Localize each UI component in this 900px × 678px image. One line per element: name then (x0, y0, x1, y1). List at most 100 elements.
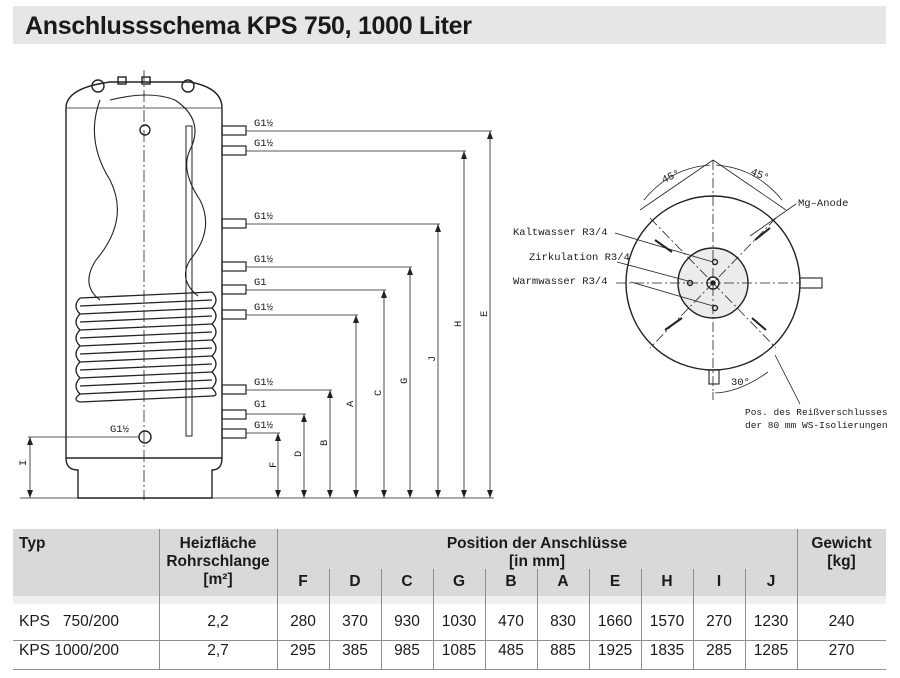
grid-line (641, 569, 642, 670)
conn-label-4: G1½ (254, 254, 274, 266)
row2-G: 1085 (441, 642, 477, 659)
subheader-D: D (349, 573, 361, 590)
conn-label-6: G1½ (254, 302, 274, 314)
header-gewicht: Gewicht [kg] (797, 535, 886, 571)
connection-diagram: G1½ G1½ G1½ G1½ G1 G1½ G1½ G1 G1½ G1½ (18, 70, 888, 500)
header-gew-line1: Gewicht (811, 535, 872, 552)
row1-gewicht: 240 (828, 613, 855, 630)
dimension-lines (20, 130, 494, 499)
row1-J: 1230 (753, 613, 789, 630)
mg-anode-label: Mg–Anode (798, 198, 848, 210)
zipper-note-line1: Pos. des Reißverschlusses (745, 407, 888, 418)
table-header-bg (13, 529, 886, 596)
row2-A: 885 (550, 642, 576, 659)
header-heiz-line3: [m²] (203, 571, 233, 588)
warmwasser-label: Warmwasser R3/4 (513, 276, 608, 288)
tank-top-view (614, 159, 823, 405)
subheader-C: C (401, 573, 413, 590)
dim-label-H: H (453, 321, 465, 327)
header-pos-line1: Position der Anschlüsse (446, 535, 628, 552)
dim-label-I: I (18, 460, 30, 466)
angle-label-right: 45° (748, 167, 770, 185)
dim-label-E: E (479, 311, 491, 317)
dim-label-G: G (399, 378, 411, 384)
header-heiz-line1: Heizfläche (179, 535, 257, 552)
row1-G: 1030 (441, 613, 477, 630)
grid-line (745, 569, 746, 670)
grid-line (381, 569, 382, 670)
dim-label-C: C (373, 390, 385, 396)
row1-B: 470 (498, 613, 524, 630)
row1-typ: KPS 750/200 (19, 613, 119, 630)
grid-line (589, 569, 590, 670)
grid-line (537, 569, 538, 670)
header-pos-line2: [in mm] (509, 553, 565, 570)
header-gew-line2: [kg] (827, 553, 856, 570)
header-heiz-line2: Rohrschlange (166, 553, 270, 570)
row1-heiz: 2,2 (207, 613, 229, 630)
tank-side-view (28, 70, 247, 500)
connection-stubs (221, 125, 247, 439)
grid-line (277, 529, 278, 670)
subheader-F: F (298, 573, 308, 590)
warmwasser-port (711, 304, 719, 312)
bottom-port (138, 430, 152, 444)
row1-F: 280 (290, 613, 316, 630)
row1-C: 930 (394, 613, 420, 630)
conn-label-9: G1½ (254, 420, 274, 432)
subheader-G: G (452, 573, 466, 590)
kaltwasser-label: Kaltwasser R3/4 (513, 227, 608, 239)
conn-label-5: G1 (254, 277, 267, 289)
row2-J: 1285 (753, 642, 789, 659)
subheader-J: J (766, 573, 776, 590)
subheader-B: B (505, 573, 517, 590)
grid-line (159, 529, 160, 670)
row2-typ: KPS 1000/200 (19, 642, 119, 659)
conn-label-2: G1½ (254, 138, 274, 150)
grid-line (485, 569, 486, 670)
dim-label-F: F (268, 462, 280, 468)
table-spacer (13, 596, 886, 604)
grid-line (693, 569, 694, 670)
header-heizflaeche: Heizfläche Rohrschlange [m²] (159, 535, 277, 589)
row2-heiz: 2,7 (207, 642, 229, 659)
angle-label-left: 45° (660, 168, 682, 187)
row2-F: 295 (290, 642, 316, 659)
row1-E: 1660 (597, 613, 633, 630)
subheader-A: A (557, 573, 569, 590)
grid-line (433, 569, 434, 670)
lifting-eye-left (91, 79, 105, 93)
row2-C: 985 (394, 642, 420, 659)
lifting-eye-right (181, 79, 195, 93)
dim-label-D: D (293, 451, 305, 457)
row-divider (13, 640, 886, 641)
bottom-conn-label: G1½ (110, 424, 130, 436)
row1-I: 270 (706, 613, 732, 630)
row-divider (13, 669, 886, 670)
page-title: Anschlussschema KPS 750, 1000 Liter (25, 12, 472, 40)
dimension-arrows (27, 131, 493, 498)
row1-D: 370 (342, 613, 368, 630)
sensor-port-top (139, 124, 151, 136)
dim-label-A: A (345, 400, 357, 407)
row1-H: 1570 (649, 613, 685, 630)
subheader-H: H (661, 573, 673, 590)
row2-B: 485 (498, 642, 524, 659)
zipper-note-line2: der 80 mm WS-Isolierungen (745, 420, 888, 431)
grid-line (797, 529, 798, 670)
subheader-I: I (716, 573, 722, 590)
heating-coil (75, 291, 217, 403)
angle-label-bottom: 30° (731, 377, 750, 389)
row2-gewicht: 270 (828, 642, 855, 659)
conn-label-7: G1½ (254, 377, 274, 389)
row2-D: 385 (342, 642, 368, 659)
dimension-labels: I F D B A C G J H E (18, 311, 491, 468)
dim-label-J: J (427, 356, 439, 362)
header-typ: Typ (19, 535, 46, 552)
header-position: Position der Anschlüsse [in mm] (277, 535, 797, 571)
row2-E: 1925 (597, 642, 633, 659)
dim-label-B: B (319, 440, 331, 446)
zirkulation-label: Zirkulation R3/4 (529, 252, 630, 264)
row1-A: 830 (550, 613, 576, 630)
row2-I: 285 (706, 642, 732, 659)
